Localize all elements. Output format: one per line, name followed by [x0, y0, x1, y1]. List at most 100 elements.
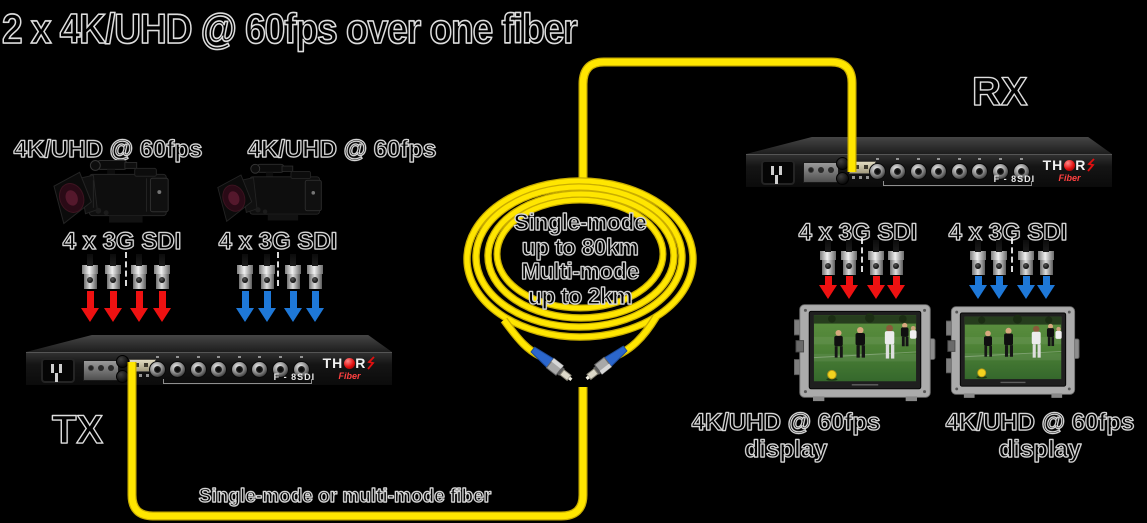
- power-inlet: [40, 358, 75, 383]
- channel-divider: [1011, 238, 1013, 272]
- brand-sub-text: Fiber: [1058, 173, 1081, 183]
- sdi-arrow-down-icon: [153, 291, 171, 322]
- bnc-port-icon: [210, 356, 228, 378]
- bnc-port-icon: [169, 356, 187, 378]
- bnc-connector-icon: [868, 240, 884, 275]
- sdi-arrow-down-icon: [887, 276, 905, 299]
- display1-label: 4K/UHD @ 60fps: [691, 408, 881, 436]
- sdi-arrow-down-icon: [867, 276, 885, 299]
- bnc-port-icon: [148, 356, 166, 378]
- coil-line-4: up to 2km: [527, 282, 633, 309]
- lightning-icon: [1087, 158, 1096, 172]
- display2-label: 4K/UHD @ 60fps: [945, 408, 1135, 436]
- brand-text: R: [355, 355, 367, 371]
- bnc-connector-icon: [285, 254, 301, 289]
- rack-top-panel: [26, 335, 392, 352]
- coil-line-3: Multi-mode: [521, 258, 640, 284]
- bnc-connector-icon: [888, 240, 904, 275]
- bnc-connector-icon: [1038, 240, 1054, 275]
- bottom-fiber-caption: Single-mode or multi-mode fiber: [198, 485, 492, 507]
- rack-front-panel: TH R Fiber F - 8SDI: [746, 154, 1112, 187]
- bnc-connector-icon: [131, 254, 147, 289]
- sdi-arrow-down-icon: [284, 291, 302, 322]
- knob-icon: [115, 355, 129, 368]
- sdi-arrow-down-icon: [104, 291, 122, 322]
- knob-icon: [835, 157, 849, 170]
- sdi-arrow-down-icon: [258, 291, 276, 322]
- thor-logo: TH R Fiber: [1033, 158, 1107, 184]
- bnc-connector-icon: [841, 240, 857, 275]
- terminal-block: [82, 360, 119, 381]
- bnc-port-icon: [230, 356, 248, 378]
- power-inlet: [760, 160, 795, 185]
- model-number: F - 8SDI: [273, 372, 316, 382]
- bnc-connector-icon: [991, 240, 1007, 275]
- bnc-connector-icon: [154, 254, 170, 289]
- bnc-connector-icon: [259, 254, 275, 289]
- camera1-icon: [53, 160, 169, 225]
- bnc-connector-icon: [820, 240, 836, 275]
- brand-sub-text: Fiber: [338, 371, 361, 381]
- sdi-arrow-down-icon: [819, 276, 837, 299]
- coil-line-1: Single-mode: [513, 209, 647, 235]
- bnc-connector-icon: [1018, 240, 1034, 275]
- model-number: F - 8SDI: [993, 174, 1036, 184]
- knob-icon: [835, 172, 849, 185]
- sdi-arrow-down-icon: [306, 291, 324, 322]
- display2-icon: [946, 306, 1080, 398]
- thor-logo: TH R Fiber: [313, 356, 387, 382]
- sdi-arrow-down-icon: [990, 276, 1008, 299]
- tx-unit: TH R Fiber F - 8SDI: [26, 335, 392, 385]
- channel-divider: [125, 252, 127, 286]
- fiber-connector-icon: [585, 345, 628, 381]
- sdi-arrow-down-icon: [236, 291, 254, 322]
- sdi-arrow-down-icon: [840, 276, 858, 299]
- fiber-coil-caption: Single-mode up to 80km Multi-mode up to …: [494, 209, 666, 309]
- bnc-connector-strip: [868, 158, 1030, 180]
- rx-label: RX: [971, 69, 1028, 114]
- rx-unit: TH R Fiber F - 8SDI: [746, 137, 1112, 187]
- tx-label: TX: [51, 407, 104, 452]
- thor-ball-icon: [1063, 160, 1075, 171]
- fiber-connector-icon: [530, 346, 573, 382]
- bnc-connector-icon: [237, 254, 253, 289]
- bnc-port-icon: [189, 356, 207, 378]
- display1-icon: [794, 304, 936, 402]
- bnc-port-icon: [909, 158, 927, 180]
- bnc-port-icon: [889, 158, 907, 180]
- rack-top-panel: [746, 137, 1112, 154]
- terminal-block: [802, 162, 839, 183]
- display1-label2: display: [744, 435, 828, 463]
- display2-sdi-label: 4 x 3G SDI: [948, 218, 1068, 246]
- bnc-group-bracket: [883, 181, 1032, 186]
- camera2-label: 4K/UHD @ 60fps: [247, 135, 437, 163]
- sdi-arrow-down-icon: [1037, 276, 1055, 299]
- sdi-arrow-down-icon: [81, 291, 99, 322]
- channel-divider: [861, 238, 863, 272]
- bnc-connector-icon: [105, 254, 121, 289]
- bnc-connector-icon: [970, 240, 986, 275]
- brand-text: TH: [322, 355, 344, 371]
- lightning-icon: [367, 356, 376, 370]
- bnc-port-icon: [868, 158, 886, 180]
- sdi-arrow-down-icon: [1017, 276, 1035, 299]
- bnc-port-icon: [930, 158, 948, 180]
- bnc-port-icon: [991, 158, 1009, 180]
- brand-text: R: [1075, 157, 1087, 173]
- camera1-label: 4K/UHD @ 60fps: [13, 135, 203, 163]
- bnc-connector-icon: [307, 254, 323, 289]
- bnc-port-icon: [971, 158, 989, 180]
- camera1-sdi-label: 4 x 3G SDI: [62, 227, 182, 255]
- bnc-port-icon: [1012, 158, 1030, 180]
- bnc-port-icon: [251, 356, 269, 378]
- camera2-icon: [217, 163, 322, 223]
- sdi-arrow-down-icon: [130, 291, 148, 322]
- channel-divider: [277, 252, 279, 286]
- brand-text: TH: [1042, 157, 1064, 173]
- camera2-sdi-label: 4 x 3G SDI: [218, 227, 338, 255]
- sdi-arrow-down-icon: [969, 276, 987, 299]
- thor-ball-icon: [343, 358, 355, 369]
- bnc-port-icon: [950, 158, 968, 180]
- display2-label2: display: [998, 435, 1082, 463]
